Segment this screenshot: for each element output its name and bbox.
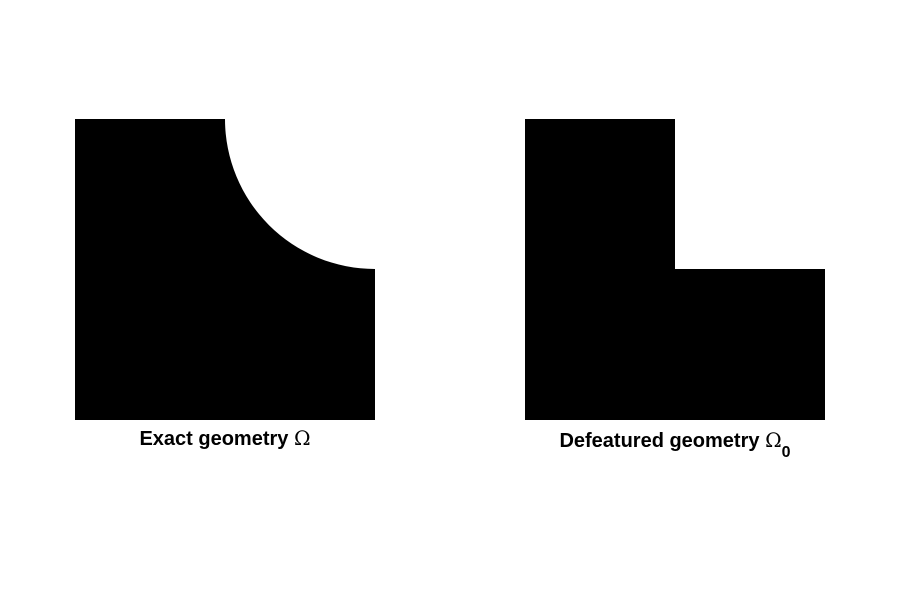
- defeatured-geometry-caption-text: Defeatured geometry: [559, 430, 766, 452]
- omega-subscript: 0: [781, 444, 791, 461]
- exact-geometry-caption-text: Exact geometry: [139, 428, 294, 450]
- defeatured-geometry-caption: Defeatured geometry Ω0: [525, 428, 825, 461]
- omega-symbol: Ω: [293, 426, 311, 450]
- exact-geometry-caption: Exact geometry Ω: [75, 426, 375, 451]
- exact-geometry-shape: [75, 119, 375, 420]
- omega-symbol: Ω: [765, 428, 782, 452]
- defeatured-geometry-shape: [525, 119, 825, 420]
- exact-geometry-region: [75, 119, 375, 420]
- defeatured-geometry-region: [525, 119, 825, 420]
